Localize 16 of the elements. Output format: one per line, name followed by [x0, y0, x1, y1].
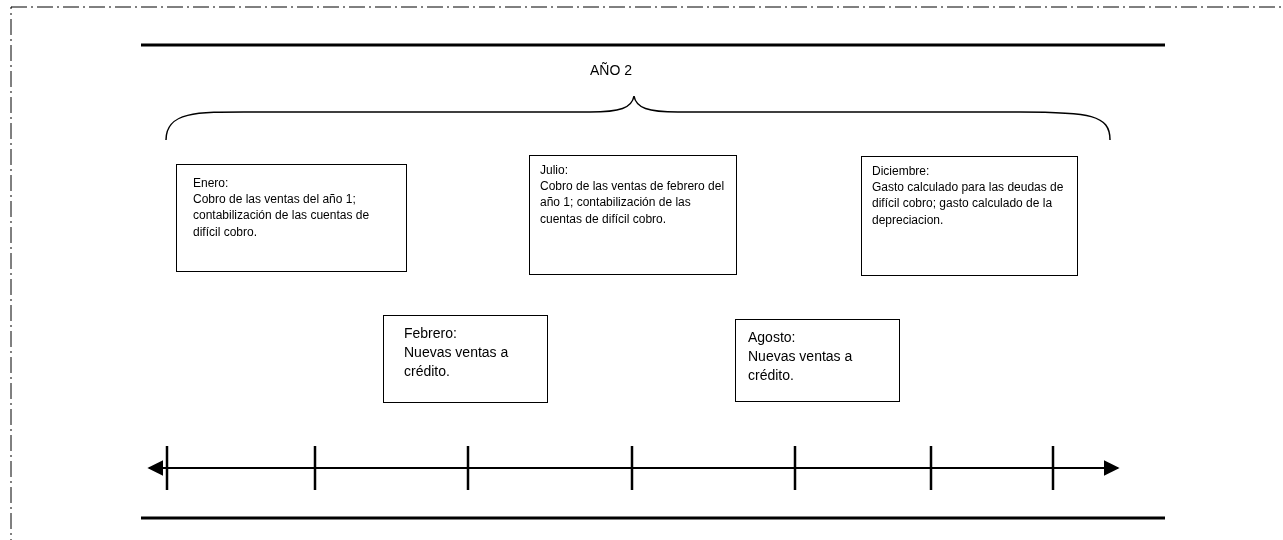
event-box — [383, 315, 548, 403]
month-heading: Diciembre: — [872, 163, 931, 180]
month-heading: Agosto: — [748, 328, 797, 347]
event-description: Gasto calculado para las deudas de difícil cobro; gasto calculado de la depreciacion. — [872, 179, 1065, 228]
event-box — [735, 319, 900, 402]
event-box — [861, 156, 1078, 276]
event-box — [529, 155, 737, 275]
event-description: Cobro de las ventas del año 1; contabilización de las cuentas de difícil cobro. — [193, 191, 371, 240]
month-heading: Febrero: — [404, 324, 458, 343]
event-description: Cobro de las ventas de febrero del año 1; contabilización de las cuentas de difícil cobro. — [540, 178, 726, 227]
period-label: AÑO 2 — [590, 62, 632, 78]
event-description: Nuevas ventas a crédito. — [748, 346, 854, 385]
month-heading: Enero: — [193, 175, 230, 192]
month-heading: Julio: — [540, 162, 569, 179]
event-description: Nuevas ventas a crédito. — [404, 342, 510, 381]
event-box — [176, 164, 407, 272]
